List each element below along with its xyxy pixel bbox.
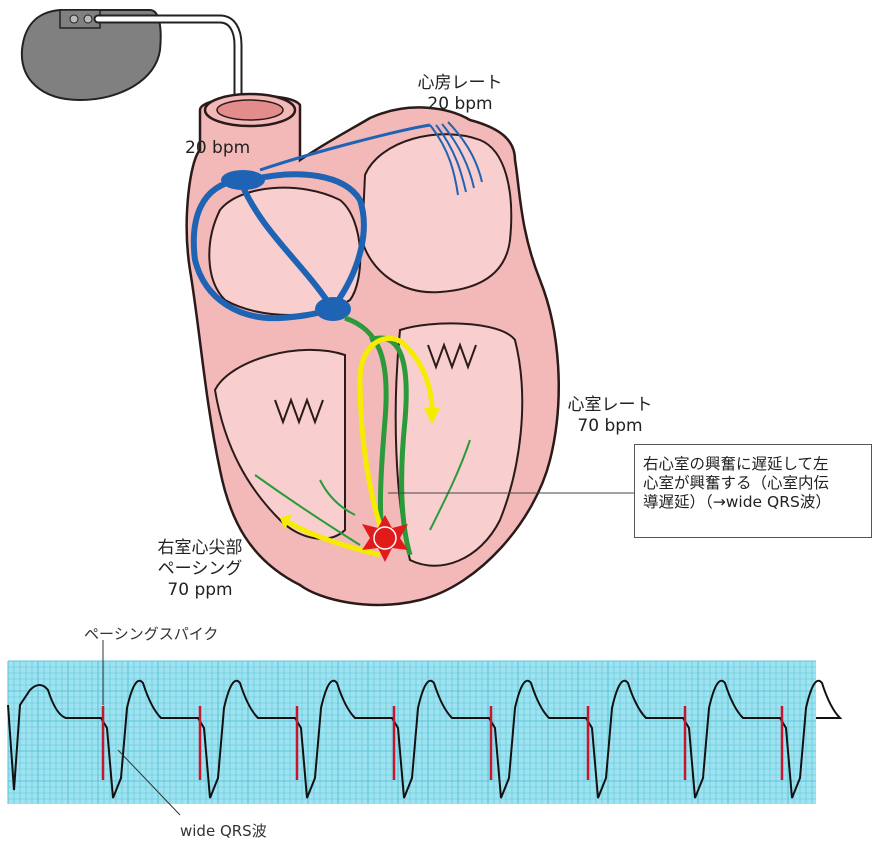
sa-node: [221, 170, 265, 190]
sa-rate-label: 20 bpm: [185, 138, 250, 159]
ecg-strip: [8, 661, 840, 804]
conduction-delay-note: 右心室の興奮に遅延して左心室が興奮する（心室内伝導遅延）（→wide QRS波）: [634, 444, 872, 538]
wide-qrs-label: wide QRS波: [180, 820, 267, 841]
pacing-spike-label: ペーシングスパイク: [84, 623, 218, 644]
